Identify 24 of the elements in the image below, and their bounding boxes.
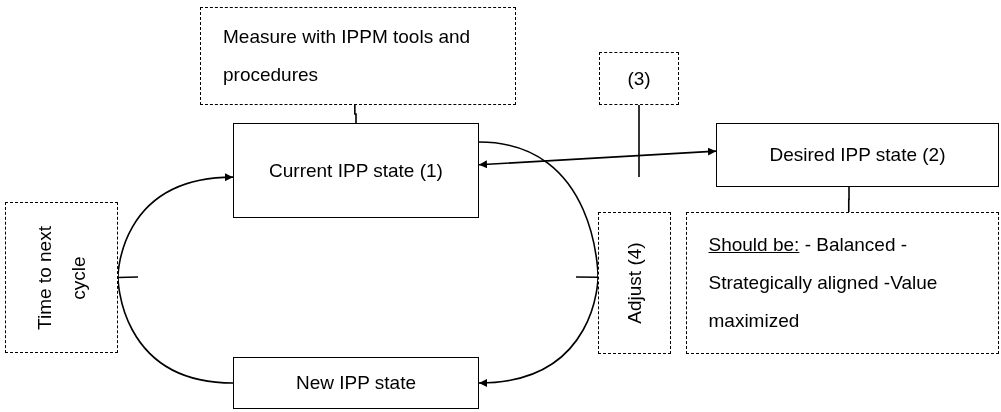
note-box — [599, 52, 679, 105]
label-text: Desired IPP state (2) — [769, 143, 946, 167]
note-box — [598, 212, 671, 354]
arrow — [478, 141, 599, 387]
arrow — [117, 173, 234, 384]
leader-line — [575, 276, 599, 279]
note-box — [5, 202, 118, 353]
leader-line — [638, 104, 640, 178]
state-box — [233, 357, 479, 409]
list-text: Should be: - Balanced - Strategically aligned -Value maximized — [708, 233, 939, 333]
label-text: Time to next cycle — [33, 225, 89, 330]
connector-line — [354, 104, 357, 124]
label-text: Measure with IPPM tools and procedures — [223, 25, 472, 87]
note-box — [686, 212, 999, 354]
label-text: New IPP state — [295, 371, 416, 395]
label-text: Current IPP state (1) — [268, 158, 444, 183]
note-box — [200, 7, 516, 105]
state-box — [716, 123, 999, 187]
connector-line — [847, 186, 850, 213]
label-text: (3) — [627, 66, 651, 91]
state-box — [233, 123, 479, 218]
leader-line — [117, 276, 139, 279]
label-text: Adjust (4) — [623, 242, 645, 324]
arrow — [478, 147, 717, 169]
